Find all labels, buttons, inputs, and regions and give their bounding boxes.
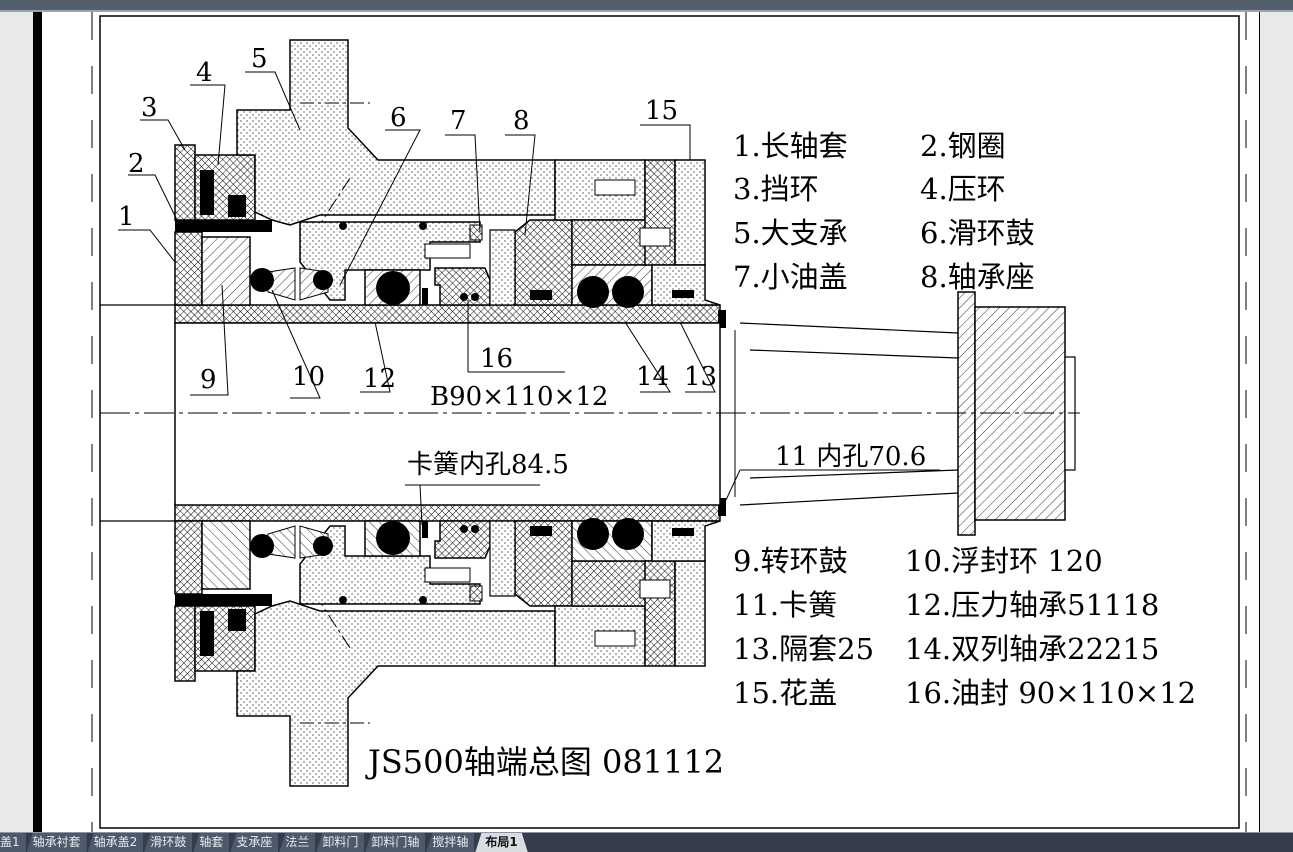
tab-discharge-door-shaft[interactable]: 卸料门轴 [365, 833, 426, 852]
tab-bearing-bushing[interactable]: 轴承衬套 [26, 833, 87, 852]
callout-4: 4 [196, 58, 213, 88]
callout-13: 13 [684, 362, 717, 392]
legend-item: 14.双列轴承22215 [905, 632, 1159, 666]
legend-item: 15.花盖 [733, 676, 837, 710]
legend-item: 3.挡环 [733, 172, 819, 206]
canvas-margin-left [0, 12, 33, 832]
callout-5: 5 [251, 44, 268, 74]
callout-15: 15 [645, 96, 678, 126]
callout-3: 3 [141, 93, 158, 123]
callout-2: 2 [128, 149, 145, 179]
tab-discharge-door[interactable]: 卸料门 [316, 833, 365, 852]
callout-16: 16 [480, 344, 513, 374]
legend-item: 4.压环 [920, 172, 1006, 206]
callout-9: 9 [200, 365, 217, 395]
legend-item: 11.卡簧 [733, 588, 837, 622]
callout-14: 14 [636, 362, 669, 392]
legend-item: 2.钢圈 [920, 129, 1006, 163]
callout-1: 1 [118, 202, 135, 232]
legend-item: 6.滑环鼓 [920, 216, 1035, 250]
paper-shadow [33, 12, 42, 832]
layout-tab-bar: 盖1 轴承衬套 轴承盖2 滑环鼓 轴套 支承座 法兰 卸料门 卸料门轴 搅拌轴 … [0, 832, 1293, 852]
shaft-end-assembly [99, 39, 1080, 787]
tab-shaft-sleeve[interactable]: 轴套 [193, 833, 230, 852]
legend-item: 5.大支承 [733, 216, 848, 250]
tab-flange[interactable]: 法兰 [279, 833, 316, 852]
legend-item: 1.长轴套 [733, 129, 848, 163]
circlip-bore-label: 卡簧内孔84.5 [407, 450, 569, 480]
drawing-border [99, 15, 1240, 829]
legend-item: 13.隔套25 [733, 632, 874, 666]
legend-item: 9.转环鼓 [733, 544, 848, 578]
title-bar [0, 0, 1293, 12]
tab-support-seat[interactable]: 支承座 [230, 833, 279, 852]
callout-10: 10 [292, 362, 325, 392]
legend-item: 10.浮封环 120 [905, 544, 1103, 578]
callout-8: 8 [513, 106, 530, 136]
parts-legend: 1.长轴套 2.钢圈 3.挡环 4.压环 5.大支承 6.滑环鼓 7.小油盖 8… [733, 129, 1196, 710]
legend-item: 7.小油盖 [733, 260, 848, 294]
tab-layout1[interactable]: 布局1 [475, 833, 527, 852]
callout-12: 12 [363, 364, 396, 394]
cad-drawing[interactable]: 1 2 3 4 5 6 7 8 15 9 10 12 16 14 13 B90×… [0, 0, 1293, 832]
tab-mixing-shaft[interactable]: 搅拌轴 [426, 833, 475, 852]
tab-gai1[interactable]: 盖1 [0, 833, 26, 852]
legend-item: 12.压力轴承51118 [905, 588, 1159, 622]
callout-7: 7 [450, 106, 467, 136]
legend-item: 16.油封 90×110×12 [905, 676, 1196, 710]
tab-bearing-cover-2[interactable]: 轴承盖2 [87, 833, 144, 852]
leader-lines [118, 71, 940, 526]
callouts: 1 2 3 4 5 6 7 8 15 9 10 12 16 14 13 B90×… [118, 44, 926, 480]
callout-6: 6 [390, 103, 407, 133]
drawing-title: JS500轴端总图 081112 [365, 743, 724, 781]
bore-11-label: 11 内孔70.6 [775, 442, 926, 472]
tab-slip-ring-drum[interactable]: 滑环鼓 [144, 833, 193, 852]
seal-spec-label: B90×110×12 [430, 382, 608, 412]
legend-item: 8.轴承座 [920, 260, 1035, 294]
